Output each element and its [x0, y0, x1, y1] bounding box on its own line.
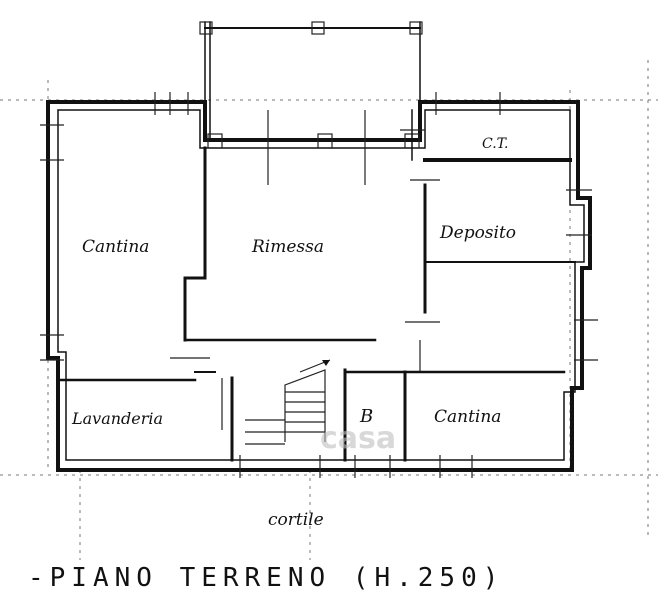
room-label-cantina-right: Cantina: [434, 407, 501, 427]
room-label-ct: C.T.: [482, 136, 508, 152]
interior-walls: [56, 109, 576, 462]
construction-lines: [0, 60, 658, 560]
room-label-cantina-left: Cantina: [82, 237, 149, 257]
outside-label-cortile: cortile: [268, 510, 324, 530]
room-label-rimessa: Rimessa: [251, 237, 324, 257]
watermark-logo: casa: [320, 421, 396, 456]
room-label-deposito: Deposito: [439, 223, 516, 243]
exterior-walls: [40, 21, 598, 478]
drawing-title: -PIANO TERRENO (H.250): [28, 563, 504, 593]
room-label-lavanderia: Lavanderia: [71, 409, 163, 428]
room-label-b: B: [359, 406, 373, 427]
room-labels: Cantina Rimessa Deposito C.T. Lavanderia…: [71, 136, 516, 428]
staircase: [245, 359, 331, 445]
